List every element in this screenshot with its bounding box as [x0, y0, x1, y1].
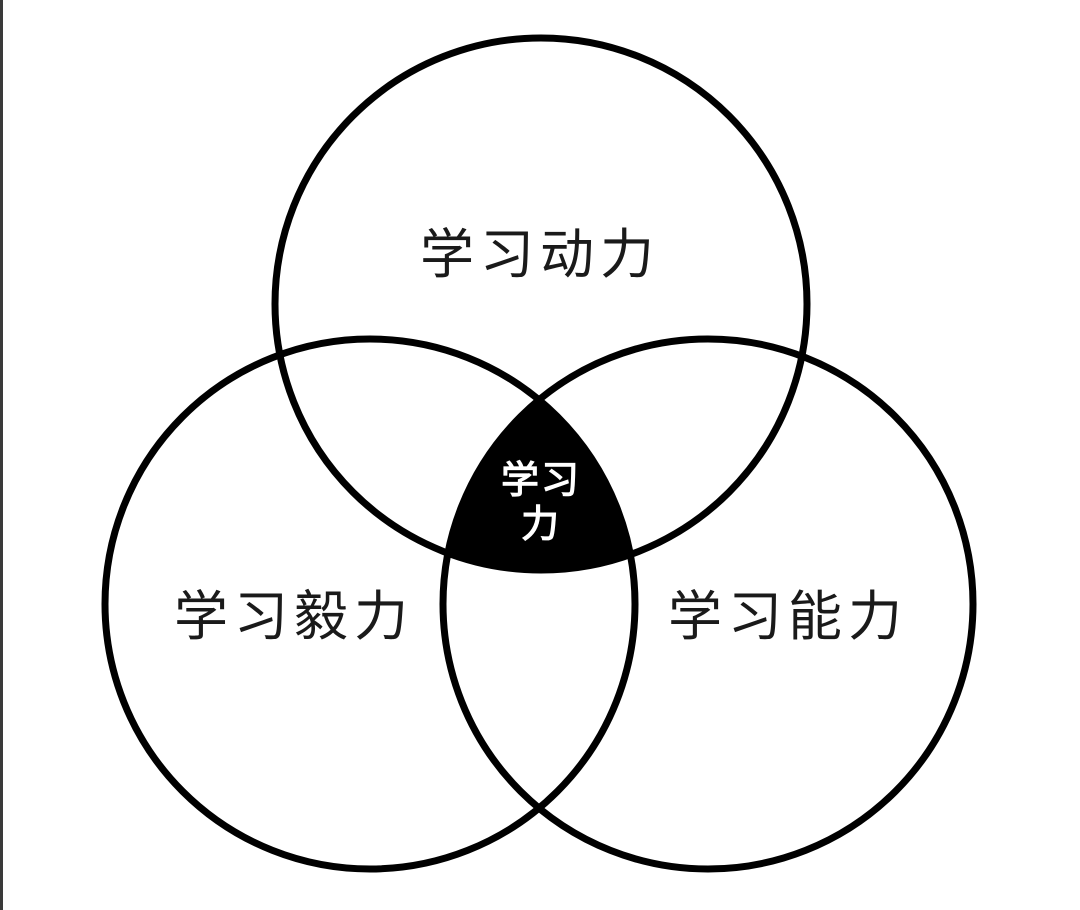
circle-right	[439, 335, 977, 873]
circle-top	[271, 34, 811, 574]
center-label-line2: 力	[520, 502, 561, 546]
circle-left	[101, 335, 639, 873]
intersection-region	[443, 339, 635, 570]
window-left-edge	[0, 0, 3, 910]
label-learning-motivation: 学习动力	[420, 223, 660, 286]
label-learning-ability: 学习能力	[668, 585, 908, 648]
label-learning-perseverance: 学习毅力	[174, 585, 414, 648]
center-label: 学习 力	[486, 458, 596, 546]
center-label-line1: 学习	[500, 458, 581, 502]
